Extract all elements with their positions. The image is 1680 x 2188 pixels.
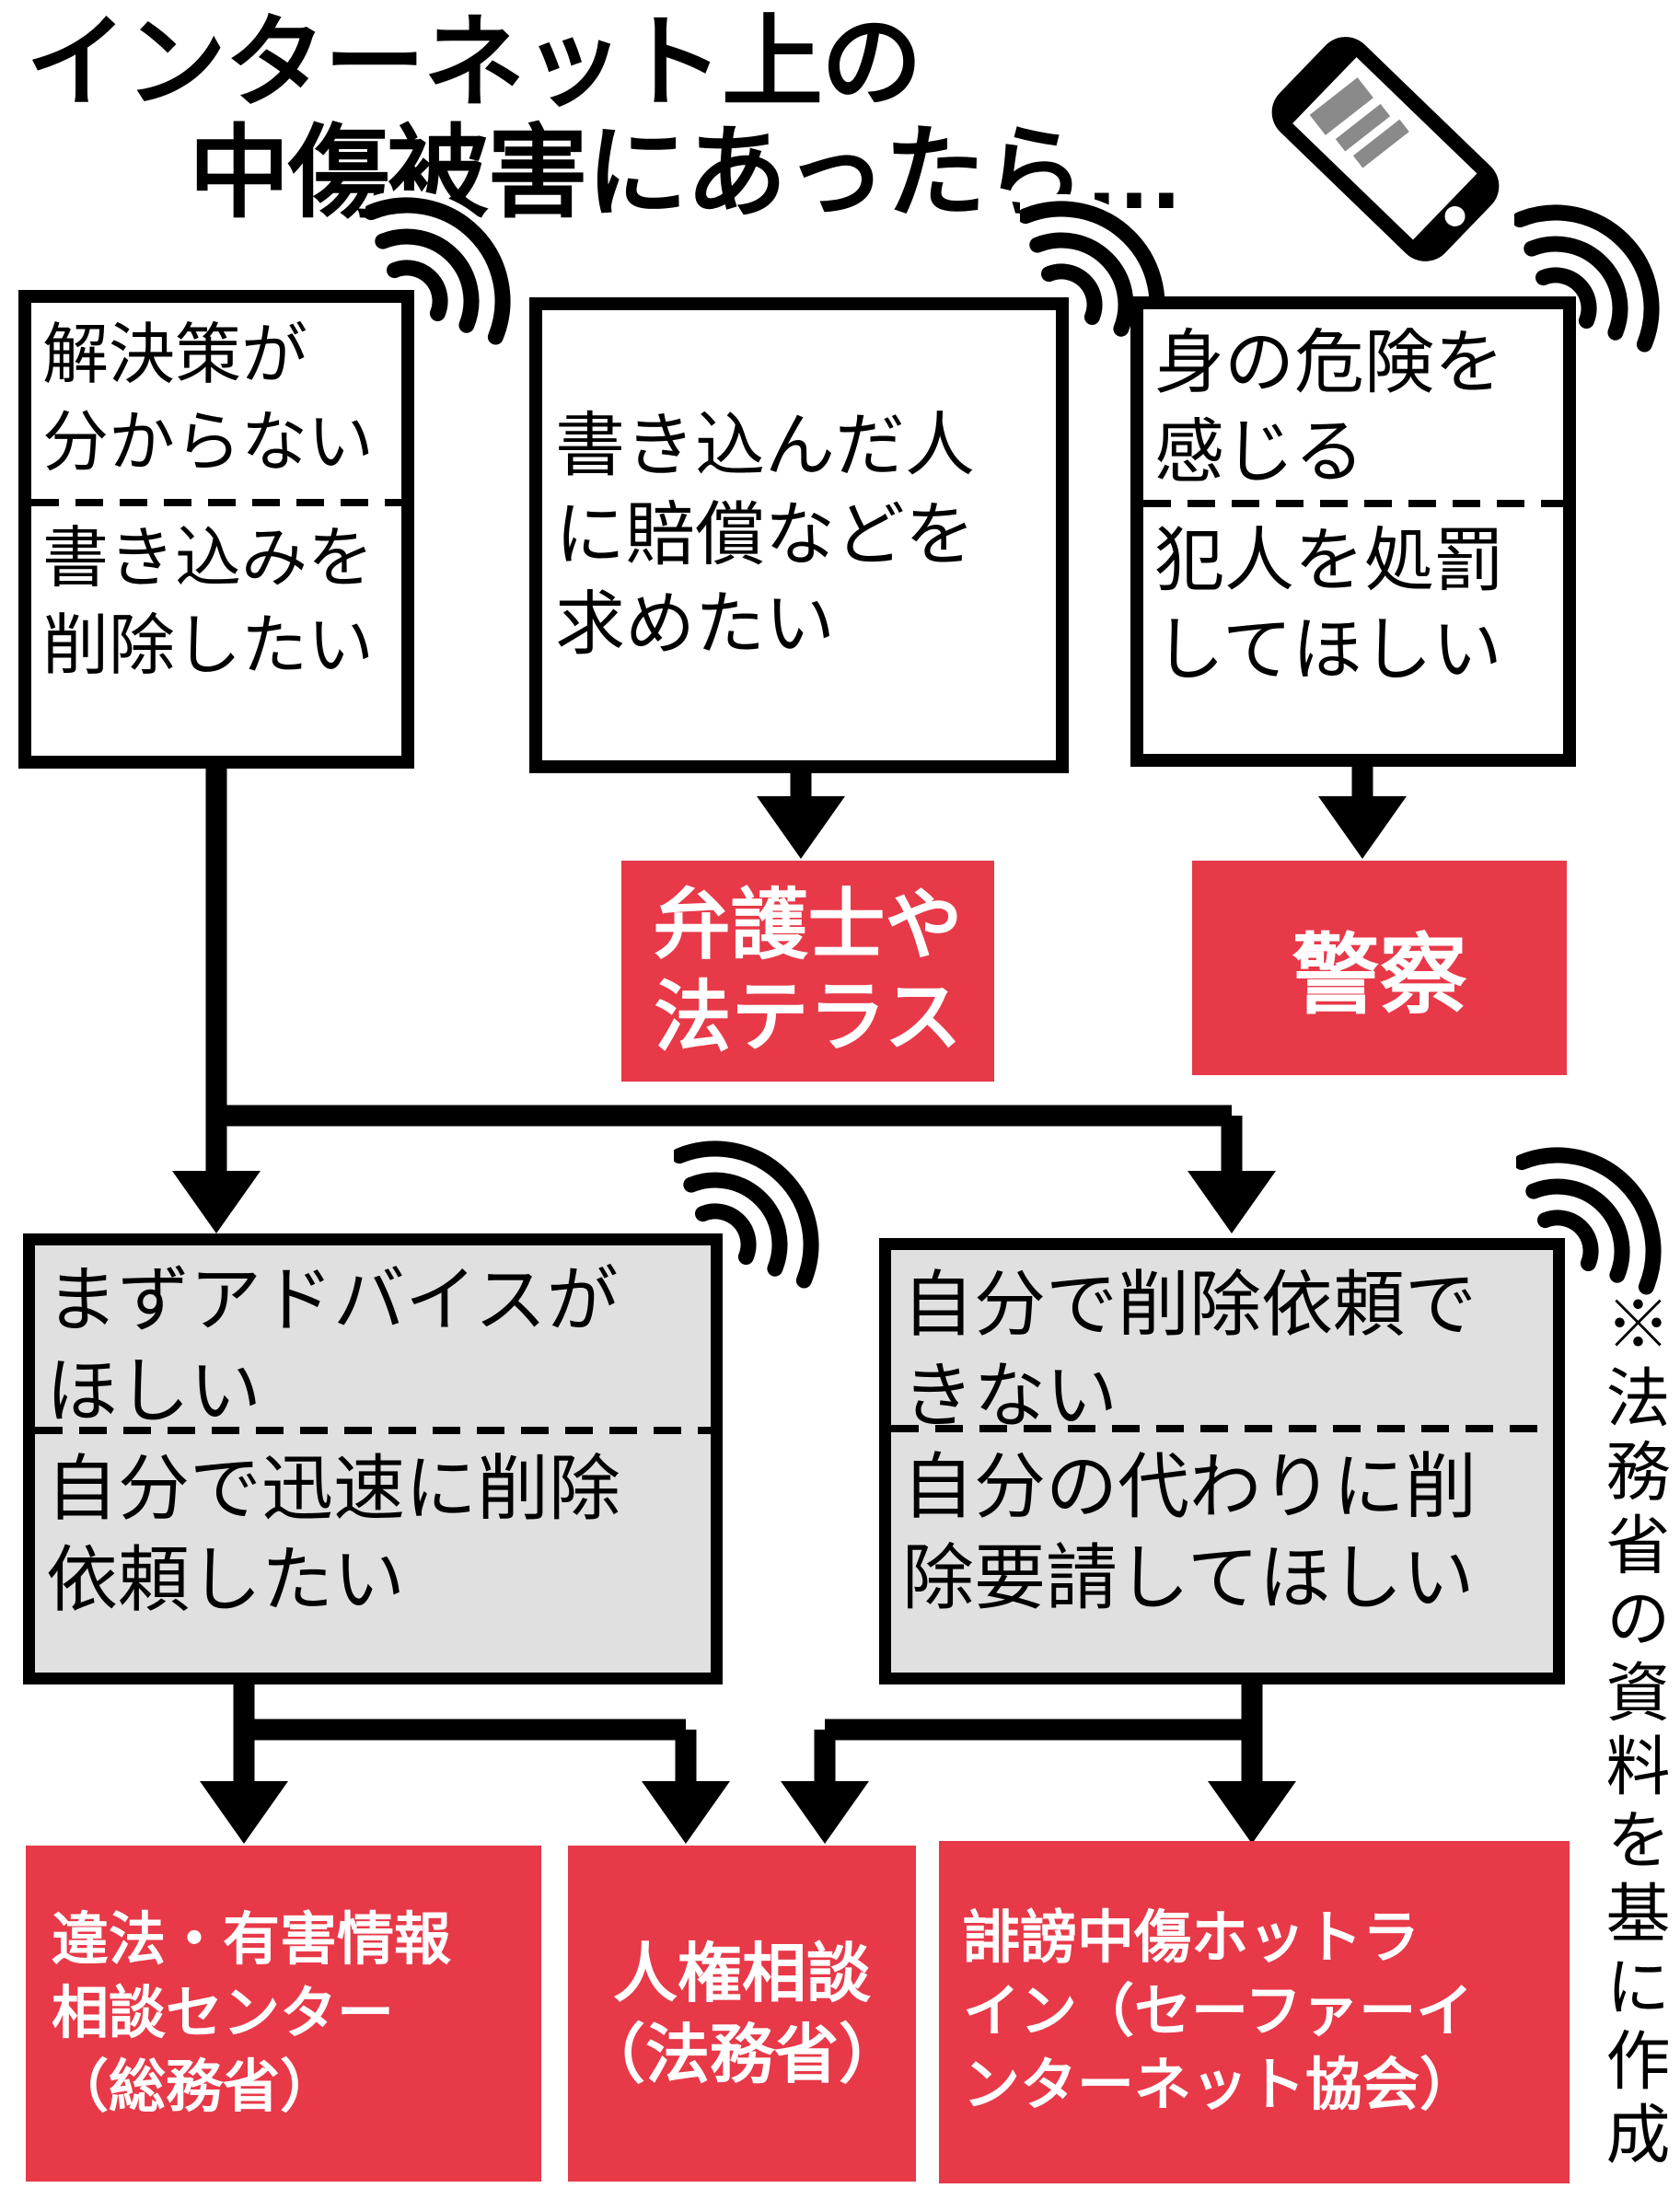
condition-box-want-compensation: 書き込んだ人 に賠償などを 求めたい	[529, 297, 1069, 773]
dashed-divider	[891, 1425, 1553, 1432]
dashed-divider	[35, 1427, 711, 1434]
condition-text: 自分で迅速に削除 依頼したい	[46, 1448, 621, 1620]
condition-box-want-advice: まずアドバイスが ほしい 自分で迅速に削除 依頼したい	[23, 1233, 723, 1684]
destination-box-lawyer-houterasu: 弁護士や 法テラス	[621, 861, 994, 1082]
condition-box-no-solution: 解決策が 分からない 書き込みを 削除したい	[18, 290, 414, 769]
condition-text: 身の危険を 感じる	[1154, 324, 1504, 492]
smartphone-icon	[1271, 37, 1500, 261]
condition-text: 書き込みを 削除したい	[42, 522, 375, 683]
source-footnote-vertical-text: ※法務省の資料を基に作成	[1596, 1291, 1667, 2174]
page-title-line2: 中傷被害にあったら…	[189, 117, 1185, 230]
destination-box-defamation-hotline: 誹謗中傷ホットラ イン（セーファーイ ンターネット協会）	[939, 1841, 1570, 2183]
dashed-divider	[1143, 500, 1563, 507]
condition-text: 書き込んだ人 に賠償などを 求めたい	[555, 407, 975, 664]
connector-shafts	[205, 767, 1373, 1782]
condition-box-cannot-request-removal: 自分で削除依頼で きない 自分の代わりに削 除要請してほしい	[879, 1238, 1565, 1684]
condition-text: 解決策が 分からない	[42, 318, 375, 480]
condition-text: 自分で削除依頼で きない	[902, 1264, 1477, 1436]
condition-text: 犯人を処罰 してほしい	[1154, 522, 1504, 689]
condition-text: まずアドバイスが ほしい	[46, 1259, 619, 1431]
destination-box-illegal-info-center: 違法・有害情報 相談センター （総務省）	[26, 1846, 541, 2182]
dashed-divider	[31, 499, 401, 506]
condition-box-feel-danger: 身の危険を 感じる 犯人を処罰 してほしい	[1130, 296, 1576, 767]
condition-text: 自分の代わりに削 除要請してほしい	[902, 1446, 1477, 1618]
page-title-line1: インターネット上の	[26, 6, 922, 120]
destination-box-police: 警察	[1192, 861, 1567, 1075]
destination-box-human-rights-consultation: 人権相談 （法務省）	[568, 1846, 916, 2182]
